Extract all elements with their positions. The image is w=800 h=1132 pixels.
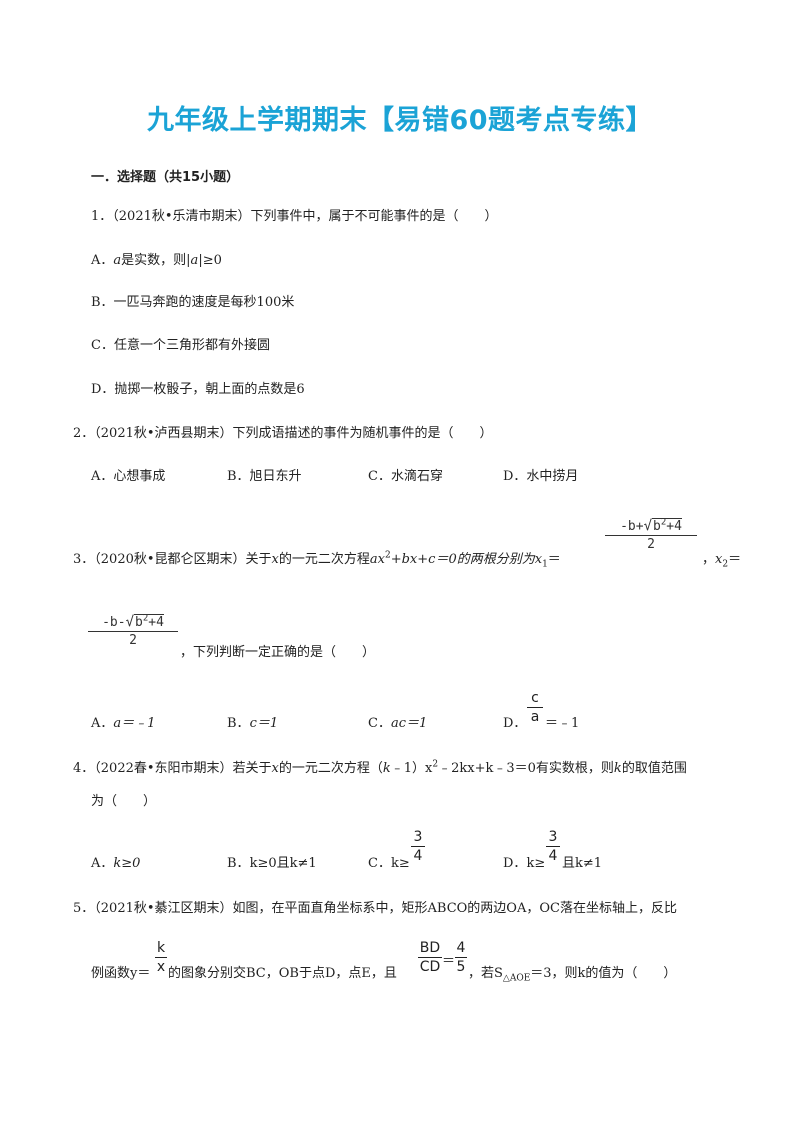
question-4-stem: 4．（2022春•东阳市期末）若关于x的一元二次方程（k﹣1）x2﹣2kx+k﹣… (73, 759, 687, 776)
question-4-option-d-rest: 且k≠1 (562, 856, 603, 871)
question-4-option-a: A．k≥0 (91, 856, 141, 871)
question-3-option-d-rest: ＝﹣1 (545, 716, 580, 731)
question-4-option-c: C．k≥ (368, 856, 410, 871)
question-3-x2-label: ，x2＝ (702, 552, 742, 570)
question-5-line2-mid: 的图象分别交BC，OB于点D，点E，且 (168, 966, 397, 981)
question-4-option-d: D．k≥ (503, 856, 546, 871)
question-2-option-b: B．旭日东升 (227, 469, 302, 484)
question-2-option-c: C．水滴石穿 (368, 469, 443, 484)
question-1-stem: 1．（2021秋•乐清市期末）下列事件中，属于不可能事件的是（ ） (91, 209, 498, 224)
question-2-option-a: A．心想事成 (91, 469, 166, 484)
question-5-line2-end: ，若S△AOE＝3，则k的值为（ ） (468, 966, 677, 984)
question-3-option-d: D． (503, 716, 527, 731)
question-1-option-b: B．一匹马奔跑的速度是每秒100米 (91, 295, 295, 310)
question-1-option-a: A．a是实数，则|a|≥0 (91, 253, 222, 268)
question-3-option-c: C．ac＝1 (368, 716, 428, 731)
section-heading: 一．选择题（共15小题） (91, 170, 240, 185)
question-1-option-d: D．抛掷一枚骰子，朝上面的点数是6 (91, 382, 305, 397)
question-4-option-b: B．k≥0且k≠1 (227, 856, 317, 871)
question-5-stem: 5．（2021秋•綦江区期末）如图，在平面直角坐标系中，矩形ABCO的两边OA，… (73, 901, 677, 916)
root-formula-x1: -b+√b2+4 2 (605, 518, 697, 552)
question-5-equals: ＝ (442, 954, 456, 969)
question-3-option-b: B．c＝1 (227, 716, 279, 731)
question-3-option-a: A．a＝﹣1 (91, 716, 156, 731)
question-4-stem-line2: 为（ ） (91, 794, 157, 809)
question-3-tail: ，下列判断一定正确的是（ ） (180, 645, 376, 660)
question-5-line2-pre: 例函数y＝ (91, 966, 151, 981)
root-formula-x2: -b-√b2+4 2 (88, 614, 178, 648)
question-3-stem: 3．（2020秋•昆都仑区期末）关于x的一元二次方程ax2+bx+c＝0的两根分… (73, 550, 561, 570)
page-title: 九年级上学期期末【易错60题考点专练】 (146, 105, 654, 136)
question-1-option-c: C．任意一个三角形都有外接圆 (91, 338, 270, 353)
question-2-option-d: D．水中捞月 (503, 469, 579, 484)
question-2-stem: 2．（2021秋•泸西县期末）下列成语描述的事件为随机事件的是（ ） (73, 426, 493, 441)
